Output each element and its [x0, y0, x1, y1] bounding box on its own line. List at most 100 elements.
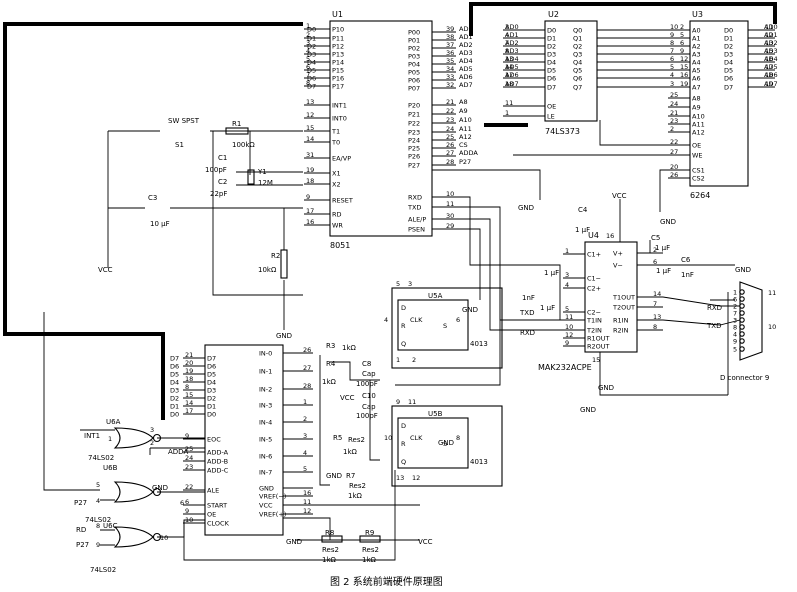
u2-net-AD5: AD5	[505, 63, 519, 71]
u3-l10-num: 21	[670, 109, 678, 117]
u2-r7-name: Q7	[573, 84, 582, 92]
adc-l14-num: 9	[185, 507, 189, 515]
db9-pin-7	[739, 310, 745, 316]
adc-net-D5: D5	[170, 371, 179, 379]
u2-r0-num: 2	[680, 23, 684, 31]
u3-l12-name: A12	[692, 129, 705, 137]
u6b-body	[113, 481, 154, 503]
c8-ref: C8	[362, 360, 371, 368]
u1-part: 8051	[330, 241, 350, 250]
u1-l3-name: P13	[332, 51, 344, 59]
db9-pin-1	[739, 289, 745, 295]
u1-r13-name: P25	[408, 145, 420, 153]
u1-r4-num: 35	[446, 57, 454, 65]
u3-l7-num: 3	[670, 80, 674, 88]
u1-r1-name: P01	[408, 37, 420, 45]
c7-value: 1 μF	[544, 269, 559, 277]
net-labels: VCC GND GND VCC GND GND GND GND GND GND …	[98, 192, 751, 546]
r3-ref: R3	[326, 342, 335, 350]
u2-r2-name: Q2	[573, 43, 582, 51]
adc-r0-name: IN-0	[259, 350, 272, 358]
u3-r0-name: D0	[724, 27, 733, 35]
u1-r3-num: 36	[446, 49, 454, 57]
u3-l14-num: 27	[670, 148, 678, 156]
u3-net-AD3: AD3	[764, 47, 778, 55]
u1-net-D7: D7	[307, 83, 316, 91]
u1-r7-name: P07	[408, 85, 420, 93]
adc-l5-name: D2	[207, 395, 216, 403]
c9-value: 1 μF	[540, 304, 555, 312]
u2-l0-name: D0	[547, 27, 556, 35]
u3-r2-name: D2	[724, 43, 733, 51]
adc-r10-num: 11	[303, 498, 311, 506]
vcc-label-1: VCC	[98, 266, 113, 274]
u1-l2-name: P12	[332, 43, 344, 51]
u1-l15-num: 9	[306, 193, 310, 201]
adc-l11-num: 23	[185, 463, 193, 471]
adc-l9-num: 25	[185, 445, 193, 453]
u1-l2-num: 3	[306, 39, 310, 47]
u1-l6-num: 7	[306, 71, 310, 79]
nor-gates: U6AU6BU6C74LS0274LS0274LS02INT1ADDAP27RD…	[74, 418, 205, 574]
u3-l14-name: WE	[692, 152, 703, 160]
u1-r2-name: P02	[408, 45, 420, 53]
u1-rnet-A8: A8	[459, 98, 468, 106]
u1-r18-name: ALE/P	[408, 216, 426, 224]
u2-r3-num: 9	[680, 47, 684, 55]
c6-value: 1nF	[681, 271, 694, 279]
adc-r4-num: 2	[303, 415, 307, 423]
adc-l8-name: EOC	[207, 436, 221, 444]
u2-r4-num: 12	[680, 55, 688, 63]
u1-r8-num: 21	[446, 98, 454, 106]
adc-r9-name: VREF(−)	[259, 493, 286, 501]
u1-rnet-P27: P27	[459, 158, 471, 166]
u1-r11-num: 24	[446, 125, 454, 133]
u2-r4-name: Q4	[573, 59, 582, 67]
gate-pin-6: 8	[96, 522, 100, 530]
u1-r17-num: 11	[446, 200, 454, 208]
u1-l6-name: P16	[332, 75, 344, 83]
data-bus	[3, 22, 303, 420]
u3-l9-num: 24	[670, 100, 678, 108]
gnd-label-7: GND	[462, 306, 478, 314]
u1-r6-name: P06	[408, 77, 420, 85]
u1-l12-num: 31	[306, 151, 314, 159]
u3-l3-name: A3	[692, 51, 701, 59]
gate-pin-7: 9	[96, 541, 100, 549]
gnd-label-9: GND	[286, 538, 302, 546]
u3-l15-name: CS1	[692, 167, 705, 175]
u2-l5-num: 14	[505, 63, 513, 71]
u2-l4-num: 13	[505, 55, 513, 63]
u1-l13-num: 19	[306, 166, 314, 174]
r9-value: 1kΩ	[362, 556, 377, 564]
c4-value: 1 μF	[575, 226, 590, 234]
ffa-r: R	[401, 322, 406, 330]
u1-l5-name: P15	[332, 67, 344, 75]
u4-r0-num: 2	[653, 246, 657, 254]
u3-l0-num: 10	[670, 23, 678, 31]
u4-l0-num: 1	[565, 247, 569, 255]
u3-l10-name: A10	[692, 113, 705, 121]
u1-l11-num: 14	[306, 135, 314, 143]
u1-r10-num: 23	[446, 116, 454, 124]
u3-l13-num: 22	[670, 138, 678, 146]
u1-r12-num: 25	[446, 133, 454, 141]
u1-r10-name: P22	[408, 120, 420, 128]
u2-r1-name: Q1	[573, 35, 582, 43]
u2-ref: U2	[548, 10, 559, 19]
u1-l12-name: EA/VP	[332, 155, 351, 163]
gate-pin-5: 6	[180, 499, 184, 507]
u3-r5-num: 17	[765, 63, 773, 71]
u3-r4-num: 16	[765, 55, 773, 63]
u1-rnet-AD4: AD4	[459, 57, 473, 65]
gnd-label-3: GND	[660, 218, 676, 226]
u1-rnet-A10: A10	[459, 116, 472, 124]
r9-res: Res2	[362, 546, 379, 554]
u1-rnet-AD1: AD1	[459, 33, 473, 41]
u1-l4-num: 5	[306, 55, 310, 63]
adc-r7-num: 5	[303, 465, 307, 473]
u2-r5-name: Q5	[573, 67, 582, 75]
adc-net-D0: D0	[170, 411, 179, 419]
u1-rnet-ADDA: ADDA	[459, 149, 478, 157]
gate-pin-1: 2	[150, 439, 154, 447]
